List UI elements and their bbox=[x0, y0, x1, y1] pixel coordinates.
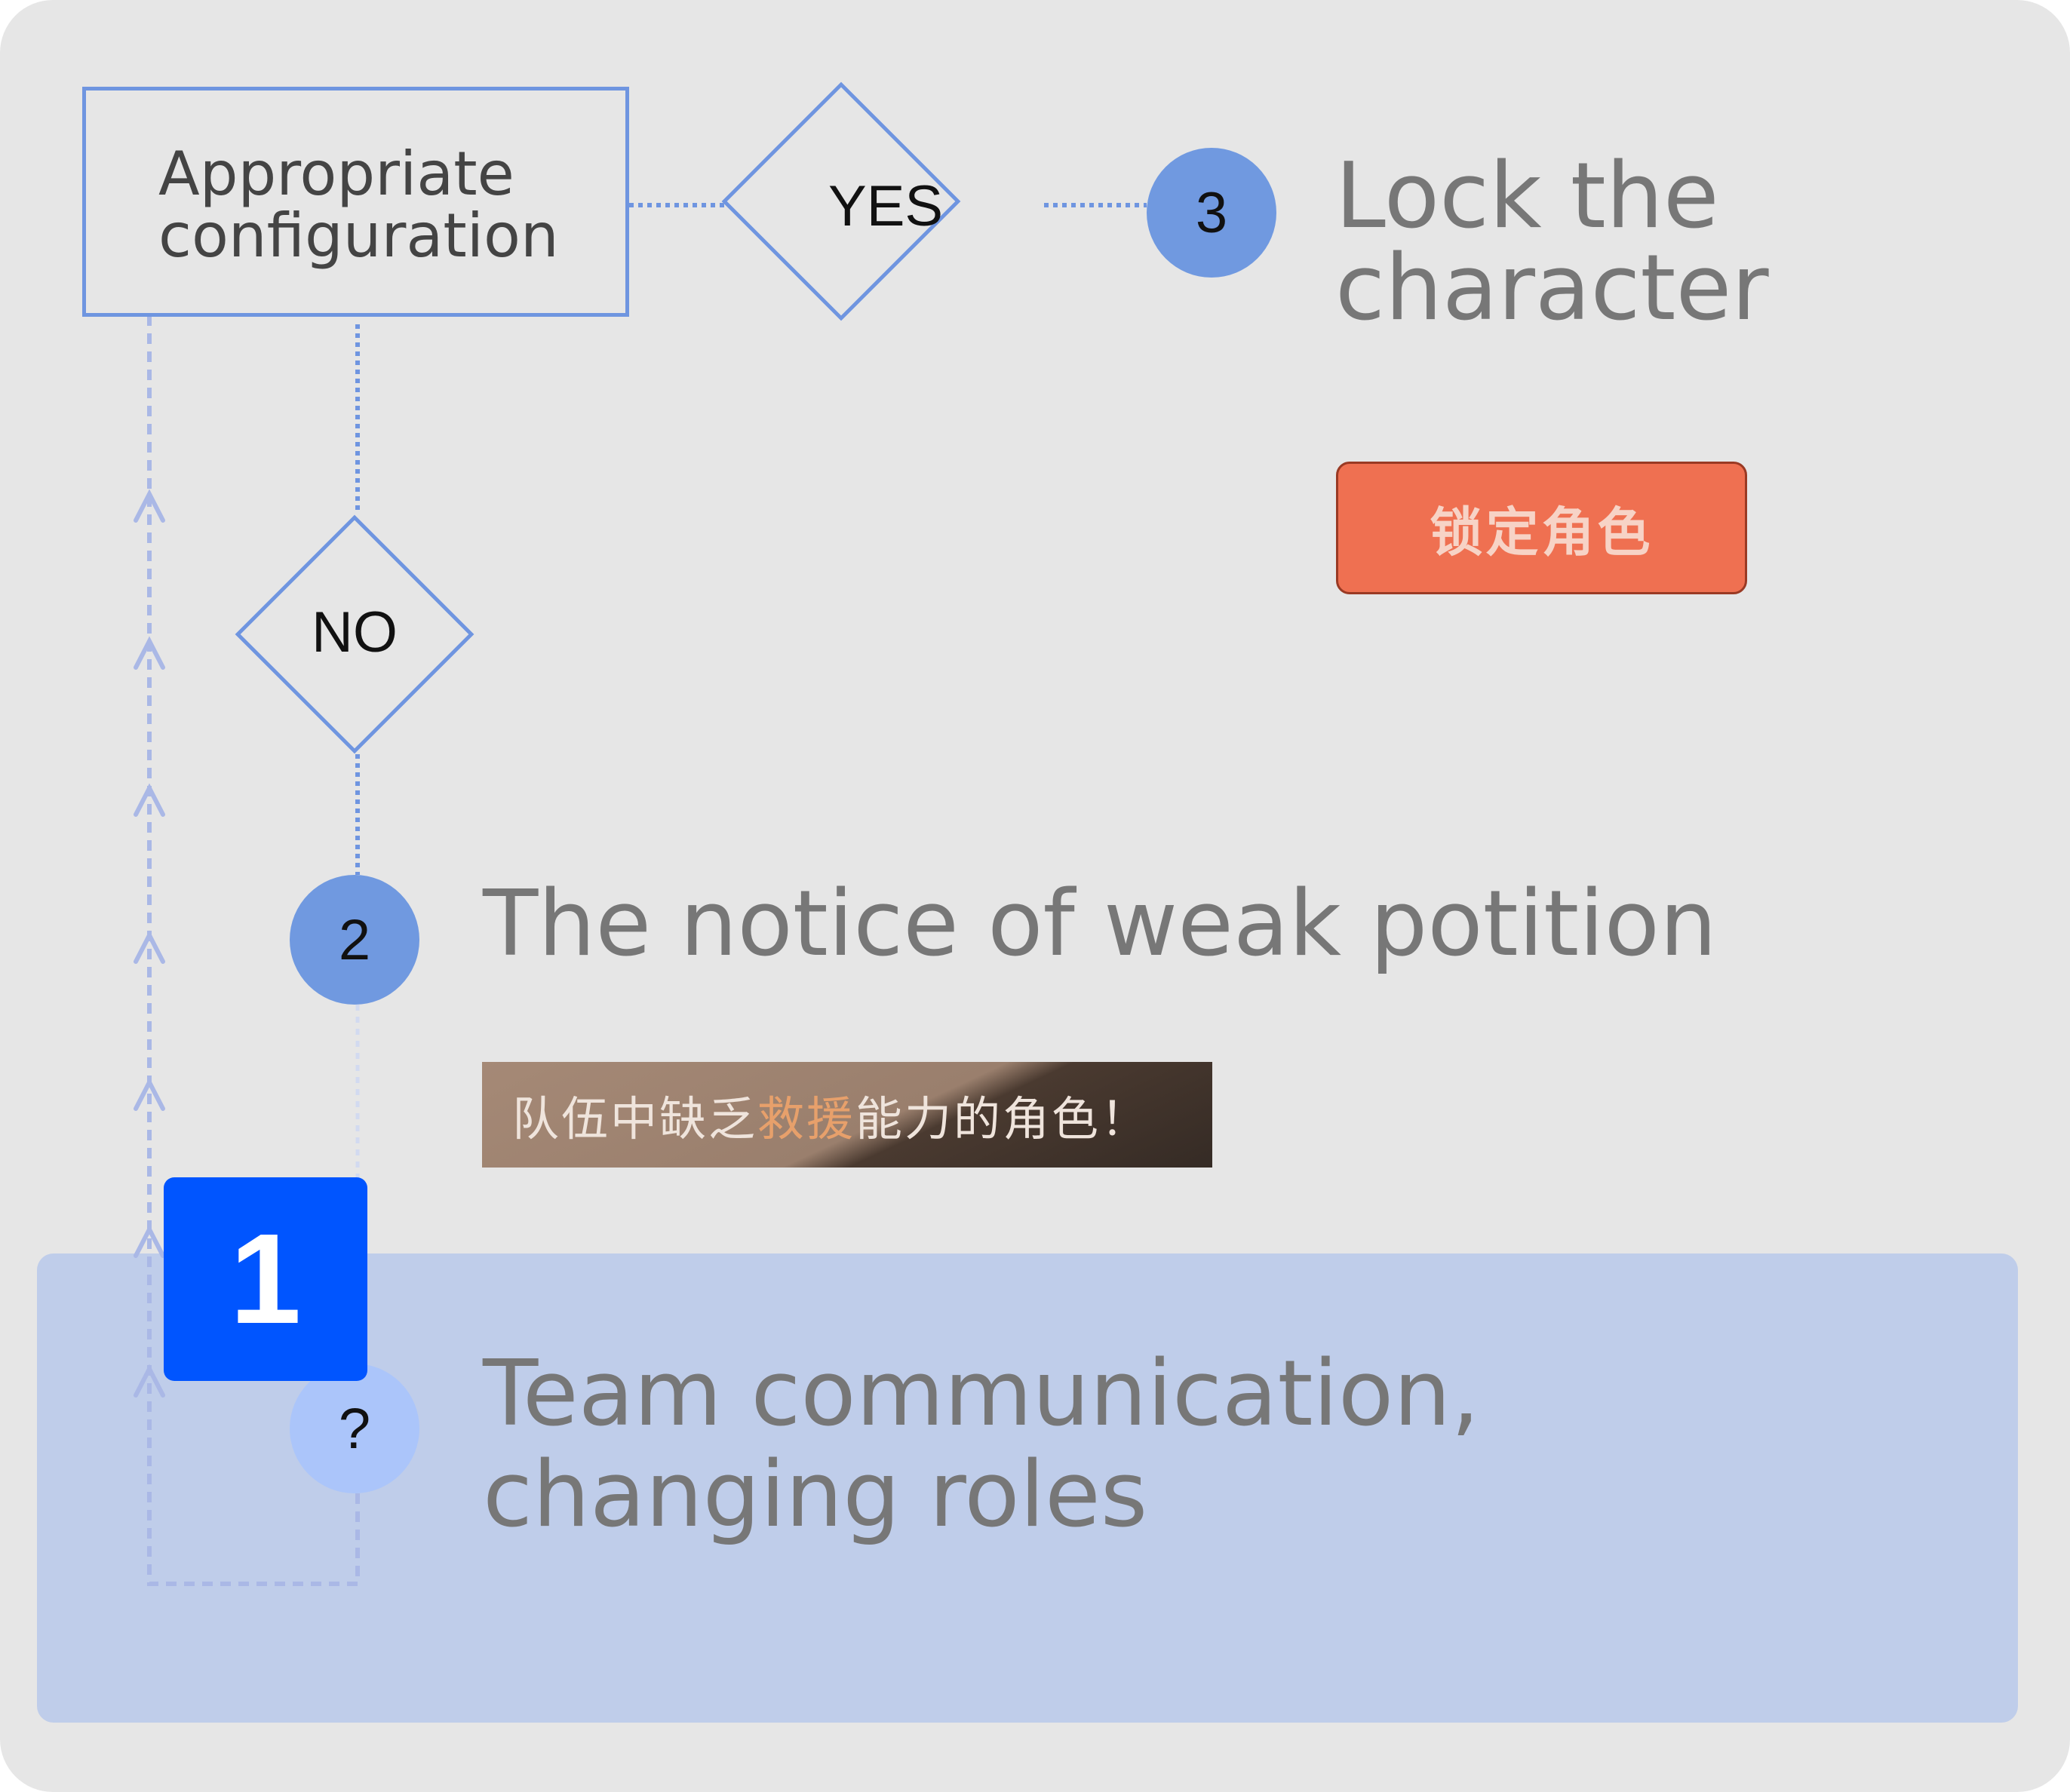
config-box-label: Appropriate configuration bbox=[158, 139, 559, 271]
step2-number-circle: 2 bbox=[290, 875, 419, 1005]
lock-character-button[interactable]: 锁定角色 bbox=[1336, 462, 1747, 594]
step3-number-circle: 3 bbox=[1147, 148, 1276, 278]
loop-back-path bbox=[147, 317, 360, 1586]
config-process-box bbox=[82, 87, 629, 317]
notice-text-post: 能力的角色！ bbox=[855, 1091, 1150, 1146]
step2-title: The notice of weak potition bbox=[483, 872, 1717, 977]
weak-position-notice-banner: 队伍中缺乏救援能力的角色！ bbox=[482, 1062, 1212, 1168]
step1-question-circle: ? bbox=[290, 1364, 419, 1493]
notice-text-pre: 队伍中缺乏 bbox=[512, 1091, 758, 1146]
no-label: NO bbox=[312, 600, 398, 664]
step-number-badge: 1 bbox=[164, 1177, 367, 1381]
step1-title: Team communication, changing roles bbox=[483, 1342, 1480, 1548]
loop-arrow-heads bbox=[134, 489, 165, 1398]
step3-title: Lock the character bbox=[1335, 144, 1769, 341]
notice-text-highlight: 救援 bbox=[757, 1091, 856, 1146]
yes-label: YES bbox=[828, 174, 944, 238]
